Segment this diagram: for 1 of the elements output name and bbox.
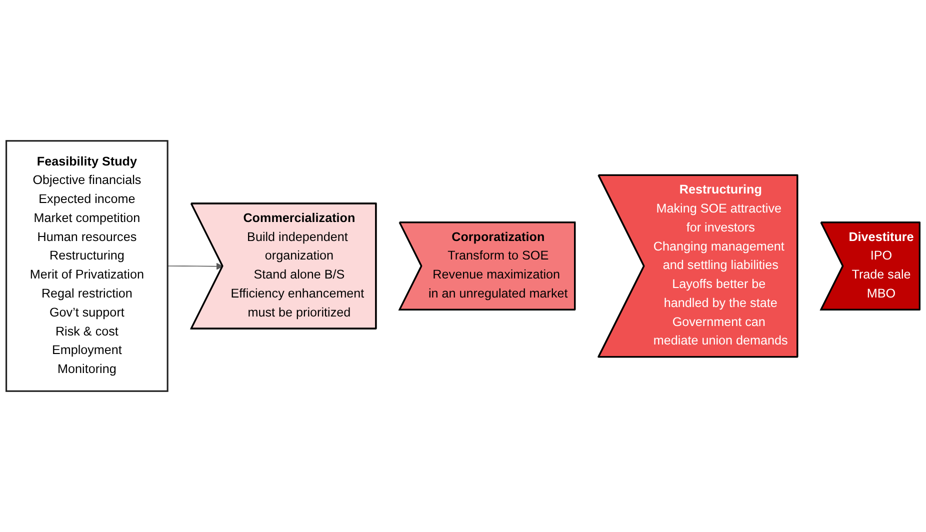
node-box: Feasibility Study Objective financials Expected income Market competition Human resources Restructuring Merit of Privatization Regal restriction Gov’t support Risk & cost Employment Monitoring xyxy=(6,140,168,392)
